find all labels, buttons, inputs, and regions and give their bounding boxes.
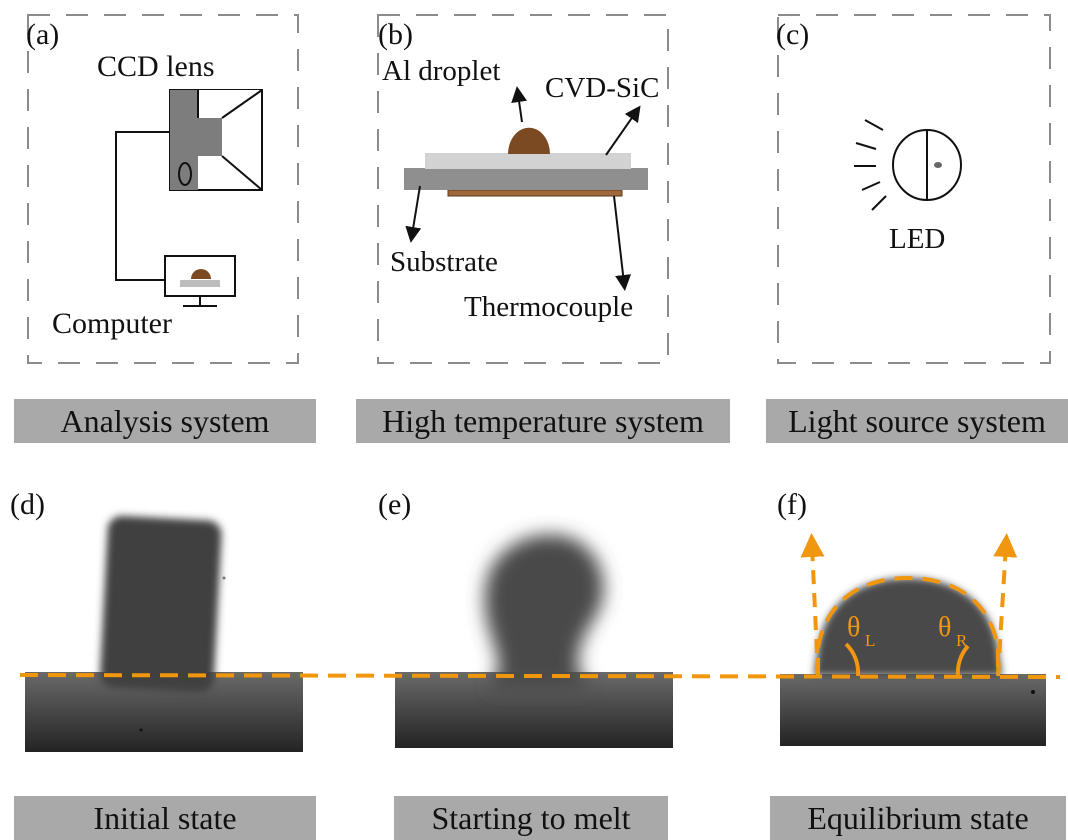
- panel-b: (b) Al droplet CVD-SiC Substrate Thermoc…: [377, 14, 669, 364]
- computer-monitor-icon: [164, 255, 236, 307]
- computer-label: Computer: [52, 307, 172, 340]
- thermocouple-arrow: [613, 195, 632, 291]
- angle-arc-left: [844, 642, 861, 677]
- cvd-sic-label: CVD-SiC: [545, 72, 659, 104]
- caption-initial-state: Initial state: [14, 796, 316, 840]
- caption-starting-to-melt: Starting to melt: [394, 796, 668, 840]
- panel-b-frame: [377, 14, 669, 364]
- caption-high-temperature-system: High temperature system: [356, 399, 730, 443]
- theta-left-subscript: L: [865, 631, 875, 650]
- panel-e-tag: (e): [378, 488, 411, 521]
- sic-arrow: [605, 105, 641, 156]
- led-icon: [854, 119, 962, 211]
- panel-a: (a) CCD lens Computer: [26, 14, 299, 364]
- substrate-block-f: [780, 674, 1046, 746]
- substrate-arrow: [405, 185, 422, 243]
- panel-e: (e): [378, 488, 673, 748]
- substrate-plate: [404, 168, 648, 190]
- thermocouple-bar: [447, 189, 623, 197]
- cable-line: [115, 131, 170, 281]
- theta-left-symbol: θ: [847, 612, 860, 643]
- panel-a-frame: [27, 14, 299, 364]
- thermocouple-label: Thermocouple: [464, 291, 633, 323]
- panel-a-tag: (a): [26, 18, 59, 51]
- droplet-arrow: [511, 86, 528, 123]
- al-droplet-icon: [508, 127, 550, 154]
- panel-b-tag: (b): [378, 18, 413, 51]
- baseline-dashed: [19, 673, 1061, 679]
- ccd-lens-label: CCD lens: [97, 50, 215, 83]
- panel-f-tag: (f): [777, 488, 807, 521]
- panel-d: (d): [10, 488, 303, 752]
- droplet-outline: [816, 575, 1000, 676]
- panel-c-tag: (c): [776, 18, 809, 51]
- caption-equilibrium-state: Equilibrium state: [770, 796, 1066, 840]
- theta-right-subscript: R: [956, 631, 968, 650]
- angle-arc-right: [955, 644, 970, 677]
- caption-light-source-system: Light source system: [766, 399, 1068, 443]
- melting-droplet-shape: [484, 534, 604, 690]
- led-label: LED: [889, 223, 945, 255]
- initial-droplet-block: [100, 515, 222, 693]
- panel-f: (f) θ L θ R: [777, 488, 1046, 746]
- ccd-camera-icon: [169, 89, 263, 191]
- sic-layer: [425, 153, 631, 169]
- substrate-label: Substrate: [390, 246, 498, 278]
- equilibrium-droplet-shape: [814, 578, 1002, 676]
- panel-c: (c) LED: [776, 14, 1051, 364]
- panel-d-tag: (d): [10, 488, 45, 521]
- caption-analysis-system: Analysis system: [14, 399, 316, 443]
- al-droplet-label: Al droplet: [382, 55, 500, 87]
- panel-c-frame: [777, 14, 1051, 364]
- theta-right-symbol: θ: [938, 612, 951, 643]
